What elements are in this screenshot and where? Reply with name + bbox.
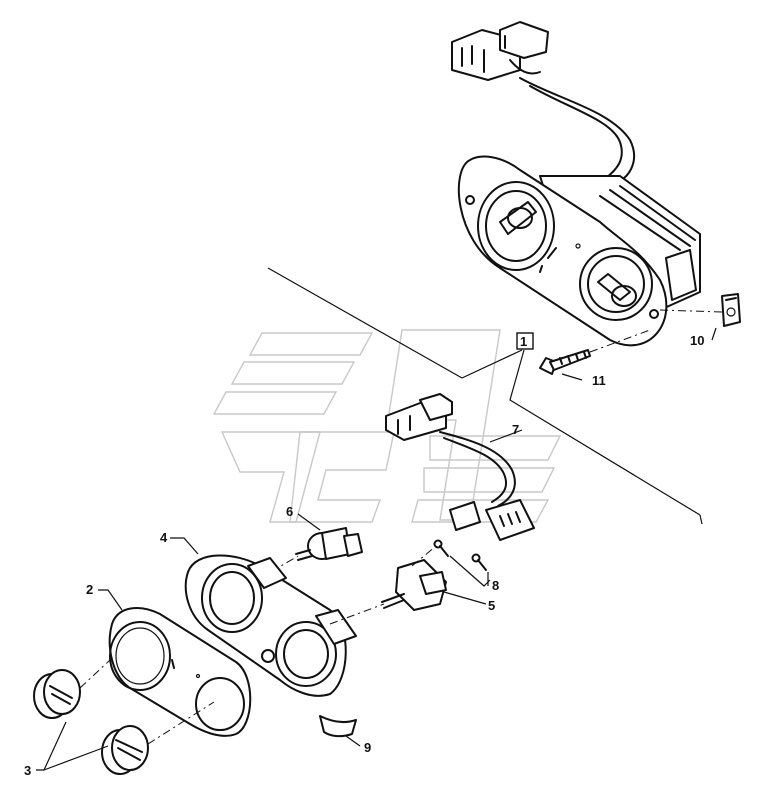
rotary-switch-part-6: 6 <box>239 504 363 591</box>
control-panel-assembly <box>267 21 703 525</box>
housing-frame-part-4: 4 <box>160 530 357 697</box>
callout-1: 1 <box>516 332 534 350</box>
callout-label-10: 10 <box>690 333 704 348</box>
logo-watermark-icon <box>212 329 562 523</box>
callout-label-5: 5 <box>488 598 495 613</box>
callout-label-4: 4 <box>160 530 168 545</box>
callout-label-7: 7 <box>512 422 519 437</box>
screws-part-8: 8 <box>411 539 499 593</box>
knobs-part-3: 3 <box>24 659 215 778</box>
callout-label-6: 6 <box>286 504 293 519</box>
callout-label-1: 1 <box>520 334 527 349</box>
callout-label-11: 11 <box>592 373 606 388</box>
callout-label-3: 3 <box>24 763 31 778</box>
strip-part-9: 9 <box>319 715 371 755</box>
wiring-harness-part-7: 7 <box>385 393 535 541</box>
face-panel-part-2: 2 <box>86 582 252 737</box>
callout-label-8: 8 <box>492 578 499 593</box>
switch-block-part-5: 5 <box>329 559 495 625</box>
callout-label-2: 2 <box>86 582 93 597</box>
callout-label-9: 9 <box>364 740 371 755</box>
screw-part-11: 11 <box>539 329 651 388</box>
clip-part-10: 10 <box>659 293 741 348</box>
